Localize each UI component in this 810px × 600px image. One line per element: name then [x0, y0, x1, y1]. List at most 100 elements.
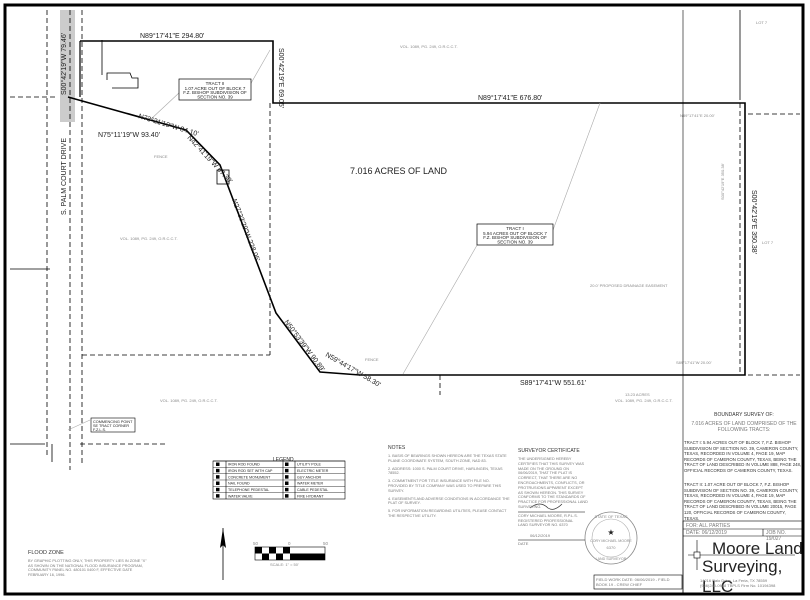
legend-label: NAIL FOUND	[228, 482, 250, 486]
svg-text:SE TRACT CORNER: SE TRACT CORNER	[93, 424, 129, 428]
call-se-small: S89°17'41"W 20.00'	[676, 360, 712, 365]
call-c3: N42°41'19"W 67.30'	[186, 134, 234, 185]
surveyor-certificate: SURVEYOR CERTIFICATE THE UNDERSIGNED HER…	[518, 448, 588, 510]
call-west: S00°42'19"W 79.46'	[60, 33, 68, 95]
certificate-text: THE UNDERSIGNED HEREBY CERTIFIES THAT TH…	[518, 457, 588, 509]
flood-zone-section: FLOOD ZONE BY GRAPHIC PLOTTING ONLY, THI…	[28, 550, 148, 577]
call-c1: N75°11'19"W 93.40'	[98, 131, 160, 139]
north-arrow-icon	[220, 528, 226, 580]
legend-title: LEGEND	[273, 457, 294, 463]
svg-text:0: 0	[288, 541, 291, 546]
tract-1-box: TRACT I 5.94 ACRES OUT OF BLOCK 7 F.Z. B…	[476, 223, 554, 246]
legend-symbol-icon	[216, 462, 220, 466]
svg-text:TRACT I: TRACT I	[506, 226, 523, 231]
legend-label: CONCRETE MONUMENT	[228, 475, 271, 479]
legend-label: FIRE HYDRANT	[297, 494, 324, 498]
volume-note-4: VOL. 1089, PG. 249, O.R.C.C.T.	[160, 398, 218, 403]
call-north-top: N89°17'41"E 294.80'	[140, 32, 204, 40]
note-item: 4. EASEMENTS AND ADVERSE CONDITIONS IN A…	[388, 496, 510, 506]
note-item: 3. COMMITMENT FOR TITLE INSURANCE WITH F…	[388, 479, 502, 493]
svg-text:50: 50	[323, 541, 329, 546]
note-item: 2. ADDRESS: 1000 S. PALM COURT DRIVE, HA…	[388, 466, 503, 476]
acreage-label: 7.016 ACRES OF LAND	[350, 166, 448, 176]
svg-text:F.Z. BISHOP SUBDIVISION OF: F.Z. BISHOP SUBDIVISION OF	[183, 90, 247, 95]
svg-text:SECTION NO. 39: SECTION NO. 39	[497, 240, 533, 245]
legend-symbol-icon	[216, 494, 220, 498]
svg-text:SCALE: 1" = 50': SCALE: 1" = 50'	[270, 562, 299, 567]
legend-symbol-icon	[285, 481, 289, 485]
call-c4: N27°33'29"W 228.05'	[230, 198, 261, 263]
job-number: JOB NO. 19/027	[766, 530, 787, 542]
svg-text:CORY MICHAEL MOORE: CORY MICHAEL MOORE	[590, 539, 632, 543]
call-ne-small: N89°17'41"E 20.00'	[680, 113, 715, 118]
prepared-for: FOR: ALL PARTIES	[686, 523, 731, 529]
legend-label: UTILITY POLE	[297, 463, 322, 467]
fence-label: FENCE	[365, 357, 379, 362]
legend-symbol-icon	[285, 468, 289, 473]
volume-note-2: VOL. 1089, PG. 249, O.R.C.C.T.	[400, 44, 458, 49]
field-note: FIELD WORK DATE: 06/06/2019 - FIELD BOOK…	[596, 577, 670, 587]
signature	[529, 503, 563, 510]
volume-note: VOL. 1089, PG. 249, O.R.C.C.T.	[615, 398, 673, 403]
legend-symbol-icon	[216, 475, 220, 479]
street-name: S. PALM COURT DRIVE	[61, 138, 68, 215]
boundary-tract-2: TRACT II: 1.07 ACRE OUT OF BLOCK 7, F.Z.…	[684, 482, 799, 521]
easement-label: 20.0' PROPOSED DRAINAGE EASEMENT	[590, 283, 668, 288]
star-icon: ★	[607, 528, 614, 537]
call-north-long: N89°17'41"E 676.80'	[478, 94, 542, 102]
note-item: 1. BASIS OF BEARINGS SHOWN HEREON ARE TH…	[388, 454, 507, 463]
tract-2-box: TRACT II 1.07 ACRE OUT OF BLOCK 7 F.Z. B…	[178, 78, 252, 101]
legend-symbol-icon	[216, 481, 220, 485]
lot-label: LOT 7	[756, 20, 768, 25]
svg-text:1.07 ACRE OUT OF BLOCK 7: 1.07 ACRE OUT OF BLOCK 7	[185, 86, 246, 91]
legend-row: NAIL FOUND WATER METER	[213, 479, 345, 486]
call-c5: N50°53'39"W 90.89'	[282, 318, 326, 373]
acres-note: 13.23 ACRES	[625, 392, 650, 397]
svg-text:SECTION NO. 39: SECTION NO. 39	[197, 95, 233, 100]
certificate-date: 06/12/2019	[530, 533, 551, 538]
street-lines	[10, 10, 741, 462]
legend-symbol-icon	[285, 487, 289, 492]
legend-label: CABLE PEDESTAL	[297, 488, 328, 492]
company-name-line1: Moore Land	[712, 539, 803, 558]
call-east-long: S00°42'19"E 350.38'	[750, 190, 758, 254]
commencing-point-box: COMMENCING POINT SE TRACT CORNER F.Z.L.S…	[90, 417, 136, 433]
note-item: 5. FOR INFORMATION REGARDING UTILITIES, …	[388, 509, 507, 518]
lot-label-2: LOT 7	[762, 240, 774, 245]
title-block-frame	[593, 10, 804, 594]
road-strip	[60, 10, 75, 122]
call-inner-east: S00°42'19"E 350.38'	[720, 163, 725, 200]
legend-symbol-icon	[216, 487, 220, 492]
flood-zone-text: BY GRAPHIC PLOTTING ONLY, THIS PROPERTY …	[28, 559, 147, 577]
certificate-date-label: DATE	[518, 541, 529, 546]
legend-label: WATER METER	[297, 482, 324, 486]
svg-text:6370: 6370	[607, 545, 617, 550]
svg-text:COMMENCING POINT: COMMENCING POINT	[93, 420, 133, 424]
boundary-survey-heading: BOUNDARY SURVEY OF: 7.016 ACRES OF LAND …	[691, 412, 797, 433]
company-address: 14216 Palo Drive, La Feria, TX 78559(956…	[700, 578, 776, 588]
legend-label: IRON ROD FOUND	[228, 463, 260, 467]
boundary-tract-1: TRACT I: 5.94 ACRES OUT OF BLOCK 7, F.Z.…	[684, 440, 802, 473]
leader-lines	[67, 49, 601, 431]
sheet-border	[3, 3, 805, 596]
legend-label: ELECTRIC METER	[297, 469, 329, 473]
surveyor-seal: STATE OF TEXAS ★ CORY MICHAEL MOORE 6370…	[584, 511, 638, 565]
fence-label-2: FENCE	[154, 154, 168, 159]
legend-row: CONCRETE MONUMENT GUY ANCHOR	[213, 473, 345, 479]
legend-label: GUY ANCHOR	[297, 475, 322, 479]
scale-bar: 50 0 50 SCALE: 1" = 50'	[253, 541, 329, 567]
property-boundary	[67, 40, 746, 376]
legend-symbol-icon	[216, 468, 220, 473]
volume-note-3: VOL. 1089, PG. 249, O.R.C.C.T.	[120, 236, 178, 241]
call-south: S89°17'41"W 551.61'	[520, 379, 586, 387]
company-name-line2: Surveying, LLC	[702, 557, 783, 596]
legend-symbol-icon	[285, 494, 289, 498]
certificate-title: SURVEYOR CERTIFICATE	[518, 448, 580, 454]
svg-text:5.94 ACRES OUT OF BLOCK 7: 5.94 ACRES OUT OF BLOCK 7	[483, 231, 547, 236]
building-hatch	[216, 169, 230, 185]
svg-text:LAND SURVEYOR: LAND SURVEYOR	[596, 557, 627, 561]
svg-text:50: 50	[253, 541, 259, 546]
